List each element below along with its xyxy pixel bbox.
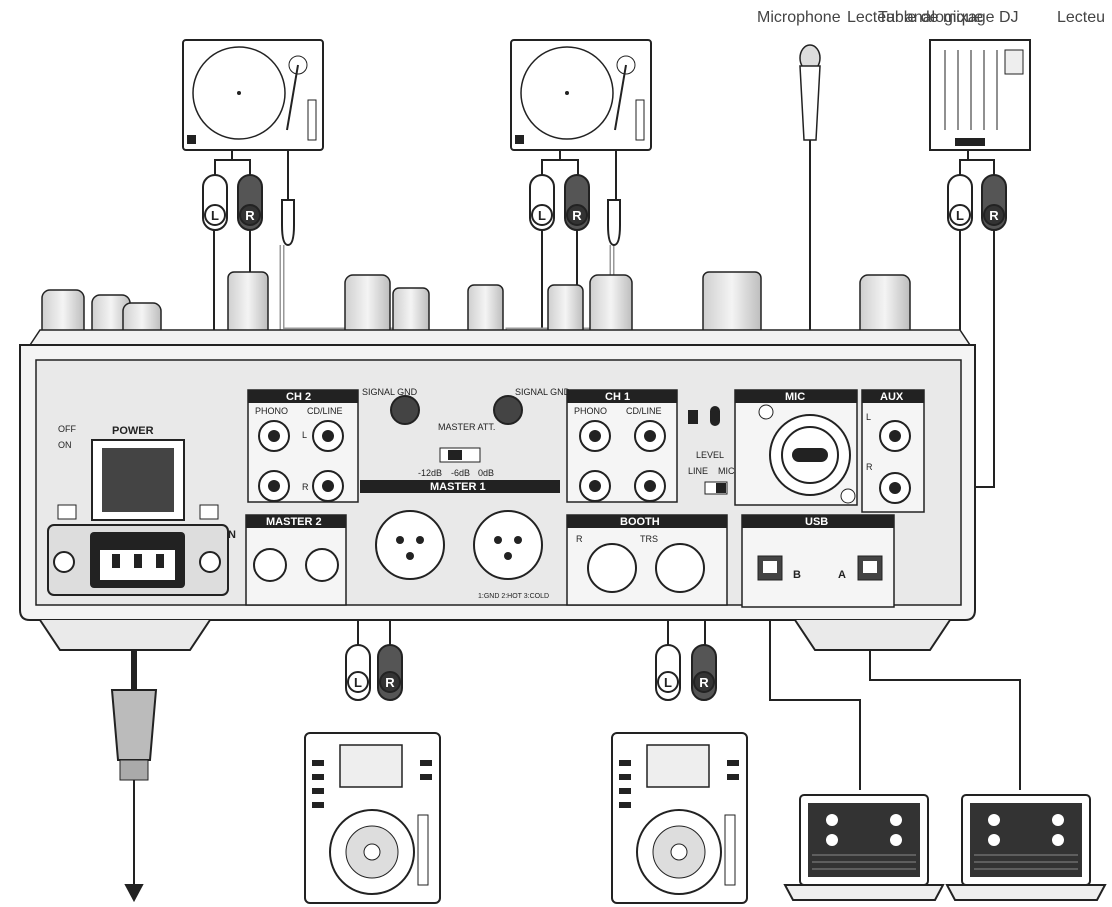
master2-section: MASTER 2 <box>245 514 347 606</box>
signal-gnd-section: SIGNAL GND SIGNAL GND <box>362 387 571 425</box>
mixer-rear-panel: OFF ON POWER AC IN CH 2 PHONO CD/LINE L … <box>19 271 976 651</box>
plug-left-label: L <box>664 675 672 690</box>
rca-pair-cdj-1: L R <box>345 644 403 701</box>
ground-spade-1 <box>281 199 295 247</box>
plug-left-label: L <box>354 675 362 690</box>
laptop-2 <box>945 794 1107 901</box>
booth-l-jack[interactable] <box>655 543 705 593</box>
ch2-r-label: R <box>302 482 309 492</box>
usb-b-label: B <box>793 569 801 581</box>
signal-gnd-2-terminal[interactable] <box>390 395 420 425</box>
master2-l-jack[interactable] <box>305 548 339 582</box>
plug-right-label: R <box>245 208 255 223</box>
caption-dj-mixer: Table de mixage DJ <box>878 9 1019 26</box>
plug-right-label: R <box>572 208 582 223</box>
cdj-player-2 <box>611 732 748 904</box>
turntable-1 <box>182 39 324 151</box>
booth-r-label: R <box>576 534 583 544</box>
top-caption: Microphone Lecteur analogique Table de m… <box>757 9 1105 26</box>
ch1-cdline-label: CD/LINE <box>626 406 662 416</box>
power-label: POWER <box>112 425 154 437</box>
rca-pair-aux: L R <box>947 174 1007 231</box>
dj-mixer-device <box>929 39 1031 151</box>
signal-gnd-1-terminal[interactable] <box>493 395 523 425</box>
signal-gnd-label-2: SIGNAL GND <box>362 387 418 397</box>
laptop-1 <box>783 794 945 901</box>
level-mic-label: MIC <box>718 466 735 476</box>
ch1-section: CH 1 PHONO CD/LINE <box>566 389 678 503</box>
ch2-phono-label: PHONO <box>255 406 288 416</box>
ch2-section: CH 2 PHONO CD/LINE L R <box>247 389 359 503</box>
master2-r-jack[interactable] <box>253 548 287 582</box>
booth-label: BOOTH <box>620 516 660 528</box>
xlr-pins-label: 1:GND 2:HOT 3:COLD <box>478 593 549 600</box>
rca-pair-cdj-2: L R <box>655 644 717 701</box>
ch1-label: CH 1 <box>605 391 630 403</box>
caption-lecteur: Lecteu <box>1057 9 1105 26</box>
plug-left-label: L <box>956 208 964 223</box>
cdj-player-1 <box>304 732 441 904</box>
aux-section: AUX L R <box>861 389 925 513</box>
master1-r-xlr[interactable] <box>375 510 445 580</box>
master-att-label: MASTER ATT. <box>438 422 495 432</box>
caption-microphone: Microphone <box>757 9 841 26</box>
power-plug <box>110 689 158 781</box>
plug-right-label: R <box>989 208 999 223</box>
usb-b-port[interactable] <box>757 555 783 581</box>
plugs: L R L R L R L <box>202 174 1007 701</box>
level-line-label: LINE <box>688 466 708 476</box>
att-value-2: 0dB <box>478 468 494 478</box>
master2-label: MASTER 2 <box>266 516 322 528</box>
power-section: OFF ON POWER AC IN <box>47 424 236 596</box>
plug-left-label: L <box>538 208 546 223</box>
aux-r-label: R <box>866 462 873 472</box>
mic-section: MIC <box>734 389 858 506</box>
master1-l-xlr[interactable] <box>473 510 543 580</box>
mic-label: MIC <box>785 391 805 403</box>
ch2-label: CH 2 <box>286 391 311 403</box>
turntable-2 <box>510 39 652 151</box>
power-on-label: ON <box>58 440 72 450</box>
plug-left-label: L <box>211 208 219 223</box>
power-off-label: OFF <box>58 424 76 434</box>
booth-r-jack[interactable] <box>587 543 637 593</box>
plug-right-label: R <box>385 675 395 690</box>
mic-level-section: LEVEL LINE MIC <box>688 406 735 495</box>
usb-section: USB B A <box>741 514 895 608</box>
usb-a-label: A <box>838 569 846 581</box>
ch1-phono-label: PHONO <box>574 406 607 416</box>
caption-turntable: Lecteur analogique <box>847 9 983 26</box>
usb-label: USB <box>805 516 828 528</box>
rca-pair-turntable-1: L R <box>202 174 263 231</box>
aux-l-label: L <box>866 412 871 422</box>
kensington-slot-icon <box>710 406 720 426</box>
lock-icon <box>688 410 698 424</box>
att-value-1: -6dB <box>451 468 470 478</box>
level-label: LEVEL <box>696 450 724 460</box>
signal-gnd-label-1: SIGNAL GND <box>515 387 571 397</box>
plug-right-label: R <box>699 675 709 690</box>
microphone <box>799 44 821 141</box>
booth-section: BOOTH R TRS <box>566 514 728 606</box>
att-value-0: -12dB <box>418 468 442 478</box>
master-att-section: MASTER ATT. -12dB -6dB 0dB <box>418 422 495 478</box>
ch2-cdline-label: CD/LINE <box>307 406 343 416</box>
ground-spade-2 <box>607 199 621 247</box>
booth-trs-label: TRS <box>640 534 658 544</box>
ch2-l-label: L <box>302 430 307 440</box>
master1-label: MASTER 1 <box>430 481 486 493</box>
aux-label: AUX <box>880 391 904 403</box>
master1-section: MASTER 1 1:GND 2:HOT 3:COLD <box>360 480 560 600</box>
rca-pair-turntable-2: L R <box>529 174 590 231</box>
